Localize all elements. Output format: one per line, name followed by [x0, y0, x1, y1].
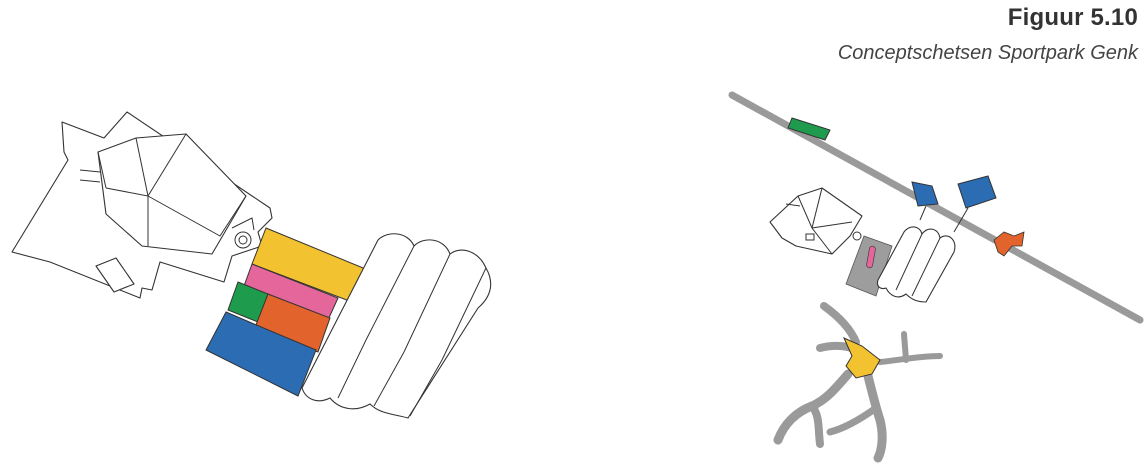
left-sketch	[12, 112, 491, 418]
right-sports-halls	[877, 227, 954, 302]
right-sketch	[732, 95, 1140, 458]
right-building-complex	[770, 188, 862, 254]
right-road-network	[778, 306, 940, 458]
right-blue-sign-small	[912, 182, 938, 220]
